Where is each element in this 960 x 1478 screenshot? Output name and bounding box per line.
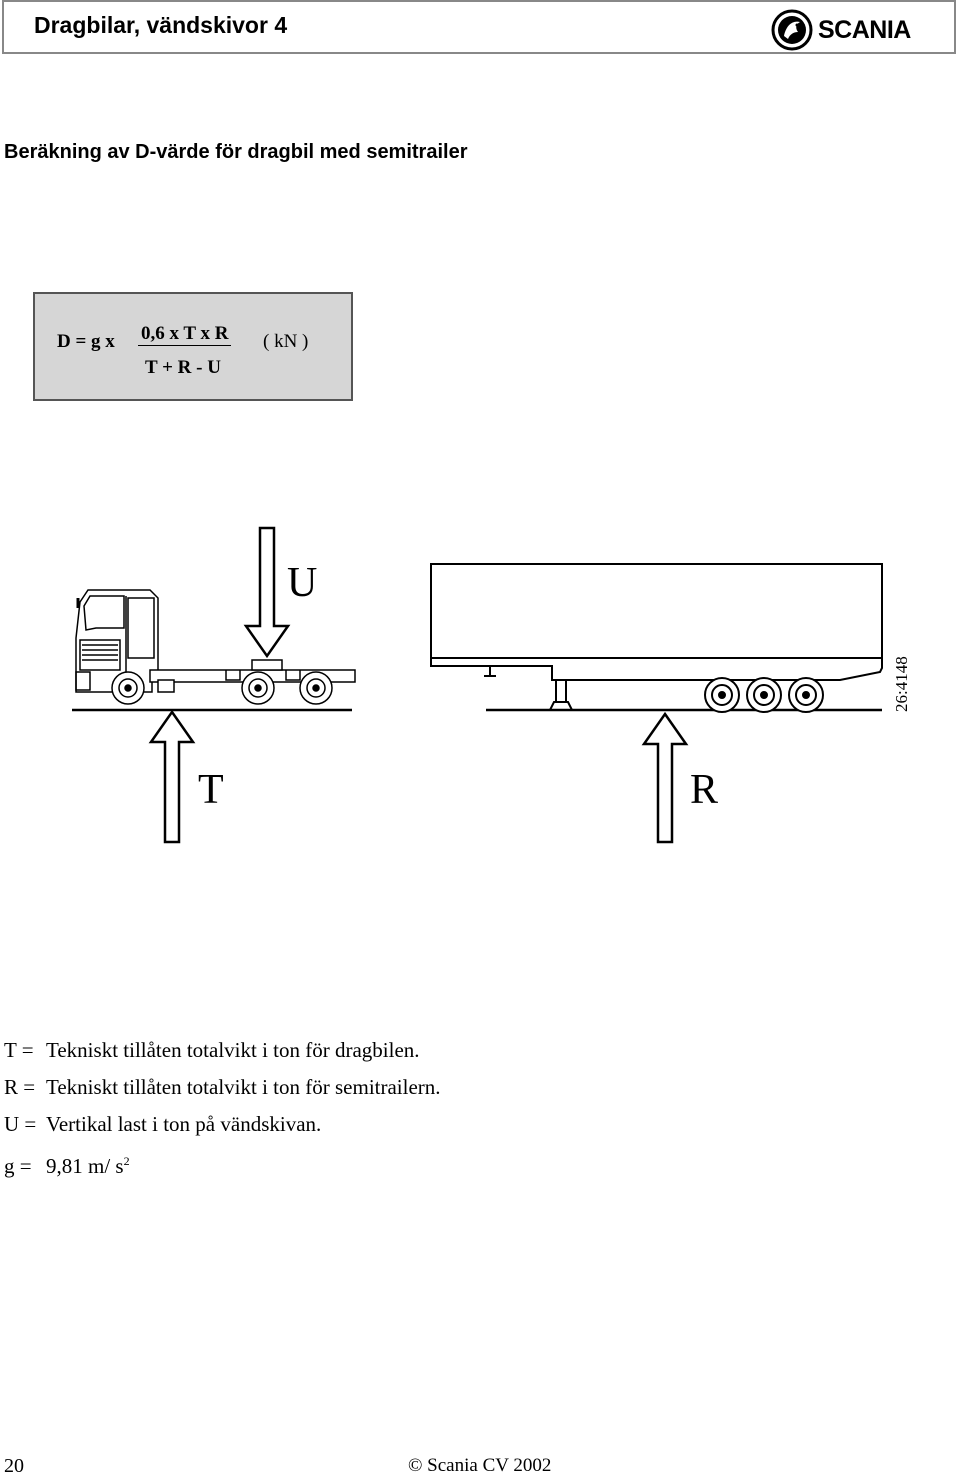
legend-row-g: g = 9,81 m/ s2 xyxy=(4,1143,441,1185)
formula-lhs: D = g x xyxy=(57,331,115,352)
tractor-truck xyxy=(75,589,356,705)
copyright: © Scania CV 2002 xyxy=(408,1455,552,1476)
legend-row-r: R = Tekniskt tillåten totalvikt i ton för… xyxy=(4,1069,441,1106)
u-arrow-down-icon xyxy=(243,526,291,659)
logo-wordmark: SCANIA xyxy=(818,16,911,44)
legend-key: U = xyxy=(4,1112,37,1136)
legend-text: Tekniskt tillåten totalvikt i ton för se… xyxy=(46,1075,441,1099)
legend-text: Tekniskt tillåten totalvikt i ton för dr… xyxy=(46,1038,420,1062)
label-t: T xyxy=(198,767,224,813)
truck-trailer-diagram: U T R 26:4148 xyxy=(72,526,911,844)
semitrailer xyxy=(430,563,883,713)
formula-denominator: T + R - U xyxy=(145,357,221,378)
formula-numerator: 0,6 x T x R xyxy=(138,323,232,346)
t-arrow-up-icon xyxy=(148,709,196,844)
label-u: U xyxy=(287,560,317,606)
legend-row-u: U = Vertikal last i ton på vändskivan. xyxy=(4,1106,441,1143)
legend: T = Tekniskt tillåten totalvikt i ton för… xyxy=(4,1032,441,1185)
page-title: Dragbilar, vändskivor 4 xyxy=(34,12,288,38)
legend-text: Vertikal last i ton på vändskivan. xyxy=(46,1112,322,1136)
legend-key: T = xyxy=(4,1038,34,1062)
page-header: Dragbilar, vändskivor 4 SCANIA xyxy=(2,0,956,54)
scania-logo: SCANIA xyxy=(770,8,940,51)
legend-text: 9,81 m/ s xyxy=(46,1154,124,1178)
formula-unit: ( kN ) xyxy=(263,331,309,352)
griffin-emblem-icon xyxy=(771,9,813,51)
formula-box: D = g x 0,6 x T x R T + R - U ( kN ) xyxy=(33,292,353,401)
label-r: R xyxy=(690,767,718,813)
page-number: 20 xyxy=(4,1455,24,1477)
legend-key: R = xyxy=(4,1075,36,1099)
legend-row-t: T = Tekniskt tillåten totalvikt i ton för… xyxy=(4,1032,441,1069)
section-title: Beräkning av D-värde för dragbil med sem… xyxy=(4,141,468,163)
r-arrow-up-icon xyxy=(641,711,689,844)
figure-id: 26:4148 xyxy=(892,656,911,712)
legend-superscript: 2 xyxy=(123,1154,130,1168)
legend-key: g = xyxy=(4,1154,32,1178)
